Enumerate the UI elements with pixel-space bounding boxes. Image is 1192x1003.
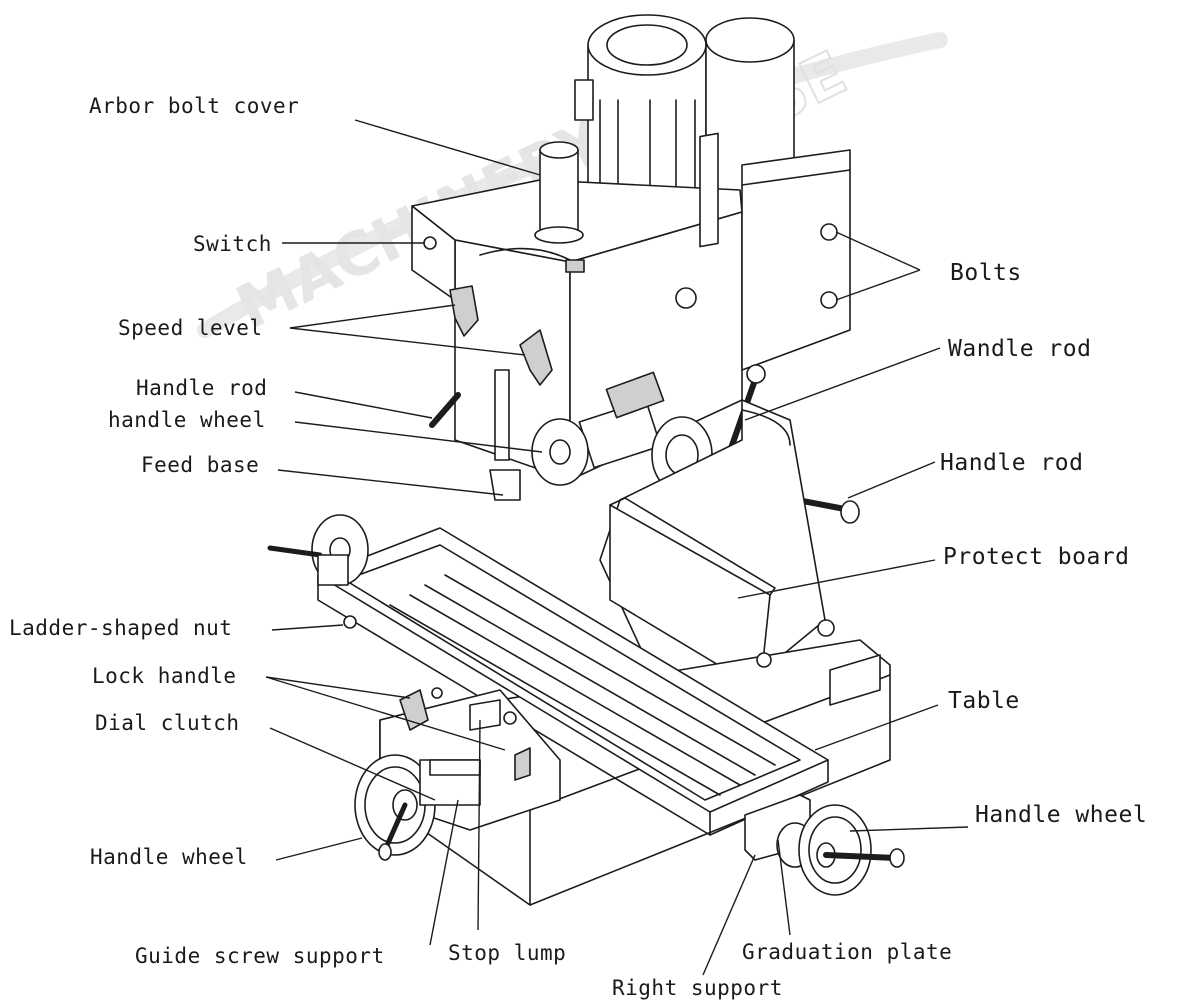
label-table: Table — [948, 688, 1020, 714]
label-bolts: Bolts — [950, 260, 1022, 286]
label-protect-board: Protect board — [943, 544, 1130, 570]
table — [317, 527, 829, 836]
label-speed-level: Speed level — [118, 316, 263, 340]
label-handle-wheel-left: Handle wheel — [90, 845, 248, 869]
label-stop-lump: Stop lump — [448, 941, 567, 965]
front-handle-wheel — [354, 754, 481, 861]
right-handle-wheel — [744, 794, 905, 896]
upper-handle-wheel — [531, 371, 665, 486]
label-handle-wheel-right: Handle wheel — [975, 802, 1148, 828]
leader-lines — [265, 119, 969, 976]
label-arbor-bolt-cover: Arbor bolt cover — [89, 94, 300, 118]
label-lock-handle: Lock handle — [92, 664, 237, 688]
label-feed-base: Feed base — [141, 453, 260, 477]
label-dial-clutch: Dial clutch — [95, 711, 240, 735]
label-right-support: Right support — [612, 976, 783, 1000]
label-guide-screw-support: Guide screw support — [135, 944, 385, 968]
label-wandle-rod: Wandle rod — [948, 336, 1092, 362]
label-handle-rod-right: Handle rod — [940, 450, 1084, 476]
label-switch: Switch — [193, 232, 272, 256]
label-ladder-shaped-nut: Ladder-shaped nut — [9, 616, 233, 640]
label-handle-rod-left: Handle rod — [136, 376, 268, 400]
left-table-wheel — [267, 514, 369, 586]
label-graduation-plate: Graduation plate — [742, 940, 953, 964]
label-handle-wheel-upper: handle wheel — [108, 408, 266, 432]
